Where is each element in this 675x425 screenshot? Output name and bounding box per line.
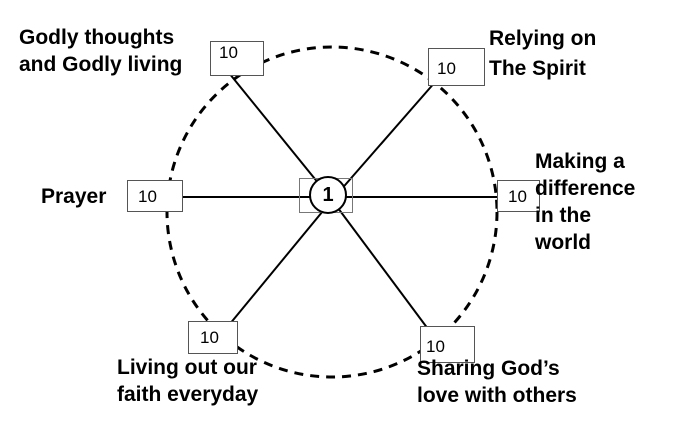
label-line: difference — [535, 177, 636, 200]
label-prayer: Prayer — [41, 183, 106, 210]
label-line: The Spirit — [489, 57, 586, 80]
score-box-living-faith: 10 — [188, 321, 238, 354]
label-line: Making a — [535, 150, 625, 173]
label-line: Godly thoughts — [19, 26, 175, 49]
label-line: Sharing God’s — [417, 357, 560, 380]
dashed-outer-circle — [165, 45, 499, 379]
score-box-making-difference: 10 — [497, 180, 540, 212]
label-line: in the — [535, 204, 591, 227]
spoke-line-living-faith — [228, 199, 333, 326]
label-line: Prayer — [41, 185, 107, 208]
score-box-godly-thoughts: 10 — [210, 41, 264, 76]
label-line: world — [535, 231, 591, 254]
label-relying-spirit: Relying on The Spirit — [489, 24, 596, 84]
center-hub-value: 1 — [309, 176, 347, 214]
label-line: Living out our — [117, 356, 257, 379]
label-sharing-love: Sharing God’s love with others — [417, 355, 577, 409]
label-godly-thoughts: Godly thoughts and Godly living — [19, 24, 182, 78]
label-line: and Godly living — [19, 53, 183, 76]
label-line: Relying on — [489, 27, 597, 50]
label-line: love with others — [417, 384, 577, 407]
label-living-faith: Living out our faith everyday — [117, 354, 258, 408]
score-box-sharing-love: 10 — [420, 326, 475, 363]
label-line: faith everyday — [117, 383, 259, 406]
score-box-relying-spirit: 10 — [428, 48, 485, 86]
score-box-prayer: 10 — [127, 180, 183, 212]
label-making-difference: Making a difference in the world — [535, 148, 635, 256]
spoke-line-sharing-love — [331, 199, 432, 334]
